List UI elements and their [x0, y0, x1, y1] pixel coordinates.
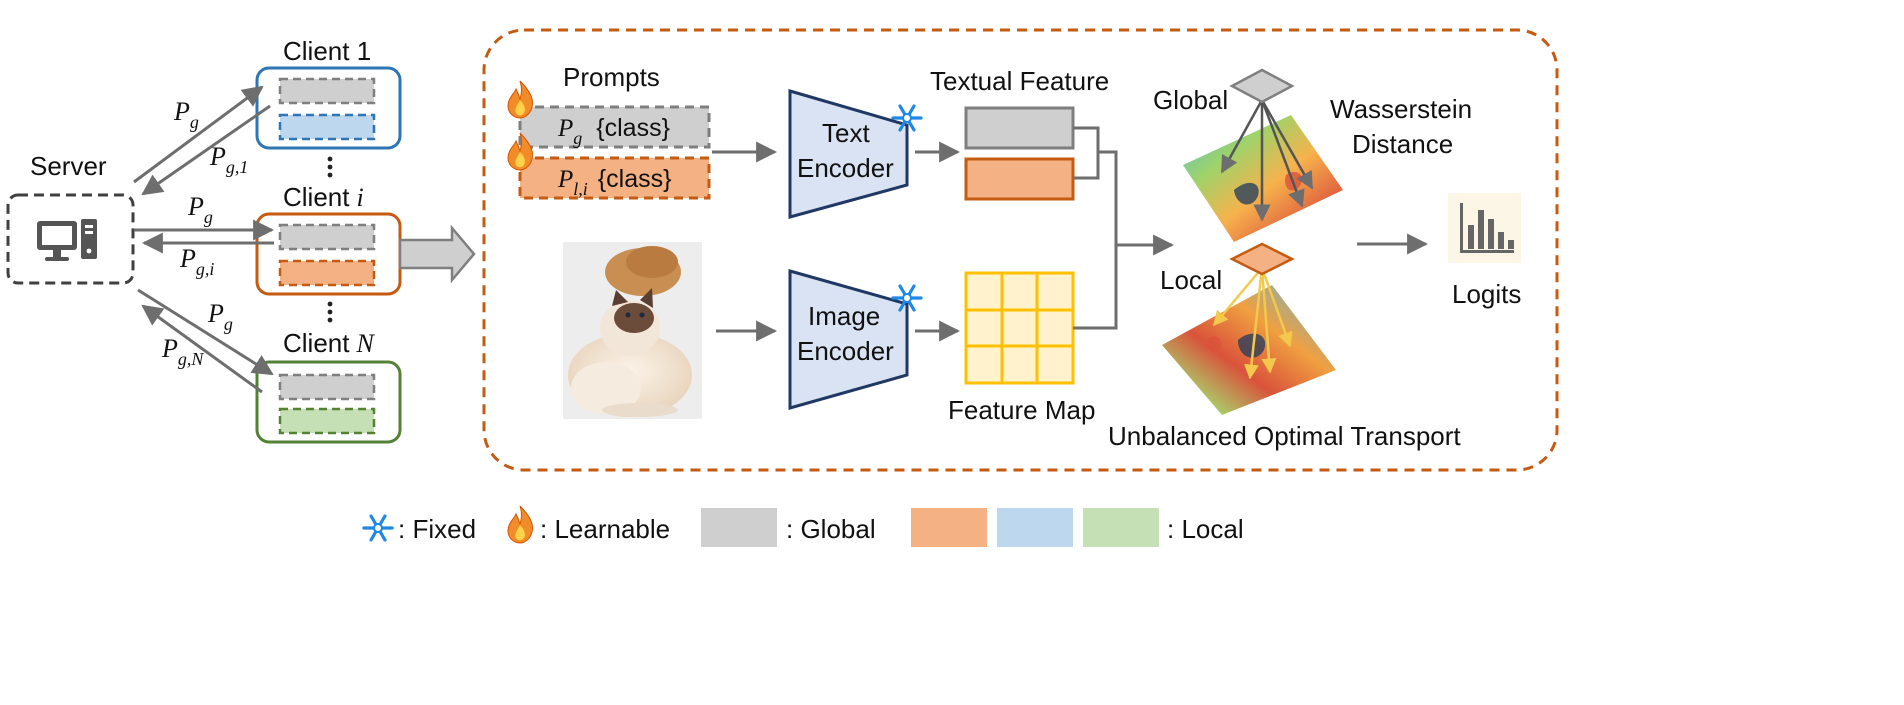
pg-label-3: P: [207, 299, 224, 328]
pipeline-frame: [482, 28, 1559, 472]
feature-map-grid: [964, 271, 1075, 385]
svg-text:Pg: Pg: [207, 299, 233, 334]
svg-text:Pg,i: Pg,i: [179, 244, 214, 279]
wasserstein-line1: Wasserstein: [1330, 94, 1472, 124]
text-encoder-line1: Text: [822, 118, 870, 148]
cat-image: [563, 242, 702, 419]
legend-local: : Local: [1167, 514, 1244, 544]
communication-arrows: [133, 85, 275, 394]
server-label: Server: [30, 151, 107, 181]
textual-feature-global: [964, 106, 1075, 150]
uot-label: Unbalanced Optimal Transport: [1108, 421, 1461, 451]
logits-label: Logits: [1452, 279, 1521, 309]
feature-map-connector: [1073, 245, 1118, 330]
client-n-index: N: [355, 329, 375, 358]
client-n-global-prompt: [278, 373, 376, 401]
legend-learnable: : Learnable: [540, 514, 670, 544]
client-i-label: Client: [283, 182, 350, 212]
client-i-local-prompt: [278, 259, 376, 287]
pg-label-2: P: [187, 192, 204, 221]
svg-text:Pg{class}: Pg{class}: [557, 114, 670, 148]
client-1-local-prompt: [278, 113, 376, 141]
image-encoder-line1: Image: [808, 301, 880, 331]
client-1: Client 1: [255, 36, 402, 150]
legend-local-orange-swatch: [911, 508, 987, 547]
pgi-label: P: [179, 244, 196, 273]
legend-global: : Global: [786, 514, 876, 544]
svg-text:Pg,N: Pg,N: [161, 334, 204, 369]
global-arrows: [1220, 99, 1314, 222]
pg-label-1: P: [173, 97, 190, 126]
image-encoder: Image Encoder: [788, 269, 909, 410]
local-arrows: [1213, 267, 1293, 380]
svg-text:Pg: Pg: [173, 97, 199, 132]
global-prompt-box: [518, 105, 711, 149]
svg-text:Pl,i{class}: Pl,i{class}: [557, 165, 671, 199]
local-prompt-box: [518, 156, 711, 200]
server: Server: [6, 151, 135, 285]
prompts-title: Prompts: [563, 62, 660, 92]
flame-icon-local: [507, 132, 533, 171]
client-n-local-prompt: [278, 407, 376, 435]
global-label: Global: [1153, 85, 1228, 115]
pgn-label: P: [161, 334, 178, 363]
textual-feature-local: [964, 157, 1075, 201]
snowflake-icon-image: [891, 284, 923, 312]
flame-icon-legend: [507, 505, 533, 544]
global-prompt-symbol: P: [557, 115, 573, 142]
legend-global-swatch: [701, 508, 777, 547]
expand-arrow: [398, 224, 476, 284]
legend-local-green-swatch: [1083, 508, 1159, 547]
client-n-label: Client: [283, 328, 350, 358]
arrow-labels: Pg Pg,1 Pg Pg,i Pg Pg,N: [161, 97, 248, 369]
image-encoder-line2: Encoder: [797, 336, 894, 366]
bar-chart-icon: [1448, 193, 1521, 263]
text-encoder-line2: Encoder: [797, 153, 894, 183]
local-prompt-symbol: P: [557, 166, 573, 193]
global-diamond: [1229, 68, 1295, 104]
local-diamond: [1229, 242, 1295, 276]
legend-local-blue-swatch: [997, 508, 1073, 547]
vertical-ellipsis-2: [327, 301, 333, 323]
local-label: Local: [1160, 265, 1222, 295]
snowflake-icon-text: [891, 104, 923, 132]
computer-icon: [37, 219, 97, 261]
textual-feature-bracket: [1073, 126, 1118, 245]
flame-icon-global: [507, 80, 533, 119]
legend: : Fixed : Learnable : Global : Local: [362, 505, 1244, 547]
text-encoder: Text Encoder: [788, 89, 909, 219]
local-heatmap: [1162, 285, 1336, 415]
global-prompt-class: {class}: [596, 114, 670, 142]
legend-fixed: : Fixed: [398, 514, 476, 544]
client-1-label: Client 1: [283, 36, 371, 66]
svg-text:Pg: Pg: [187, 192, 213, 227]
client-i-index: i: [356, 183, 363, 212]
snowflake-icon-legend: [362, 514, 394, 542]
svg-text:Pg,1: Pg,1: [209, 142, 248, 177]
local-prompt-class: {class}: [598, 165, 672, 193]
pg1-label: P: [209, 142, 226, 171]
feature-map-label: Feature Map: [948, 395, 1095, 425]
vertical-ellipsis-1: [327, 156, 333, 178]
wasserstein-line2: Distance: [1352, 129, 1453, 159]
client-1-global-prompt: [278, 77, 376, 105]
client-i-global-prompt: [278, 223, 376, 251]
textual-feature-title: Textual Feature: [930, 66, 1109, 96]
